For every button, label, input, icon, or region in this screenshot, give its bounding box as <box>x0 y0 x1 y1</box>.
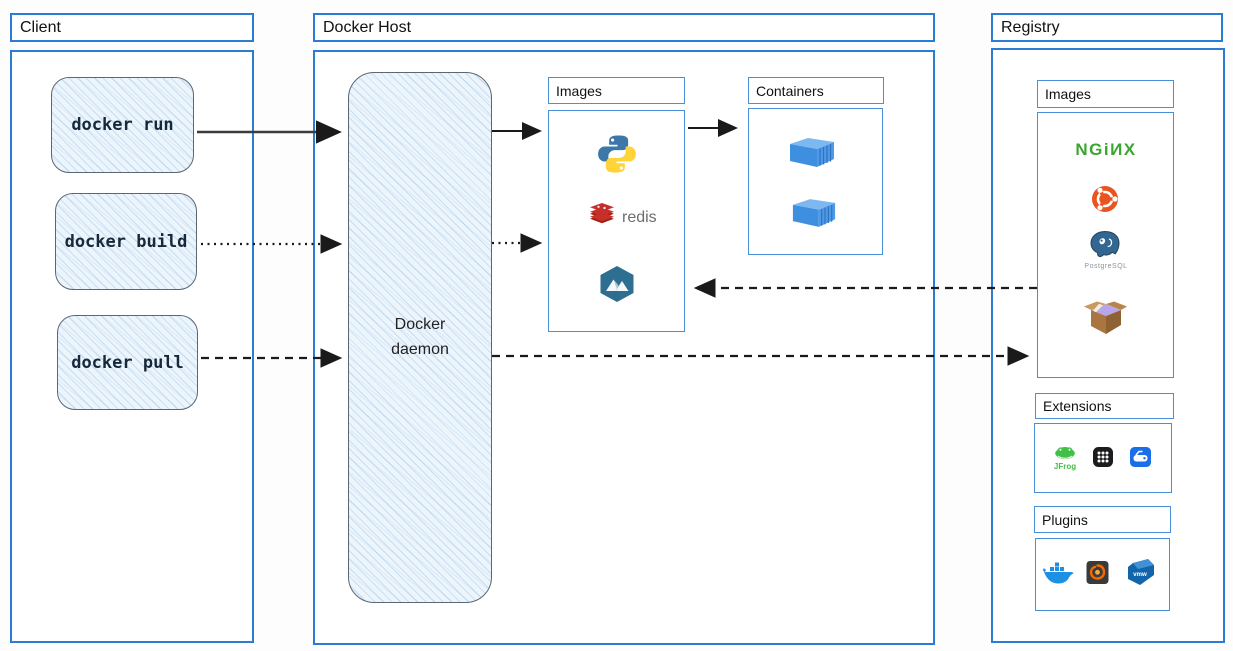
docker-daemon-label: Docker daemon <box>391 315 449 358</box>
postgresql-label-wrap: PostgreSQL <box>1070 261 1142 271</box>
host-containers-title: Containers <box>748 77 884 104</box>
registry-plugins-title-label: Plugins <box>1042 511 1088 528</box>
registry-plugins-title: Plugins <box>1034 506 1171 533</box>
docker-daemon-node: Docker daemon <box>348 72 492 603</box>
nginx-wordmark: NGiИX <box>1075 140 1137 159</box>
postgresql-icon <box>1088 230 1122 262</box>
registry-title-label: Registry <box>1001 18 1060 36</box>
docker-build-label: docker build <box>64 231 188 252</box>
registry-extensions-title-label: Extensions <box>1043 398 1112 414</box>
alpine-icon <box>597 264 637 304</box>
grafana-icon <box>1086 560 1109 585</box>
vmware-label: vmw <box>1133 571 1147 578</box>
package-box-icon <box>1083 297 1128 337</box>
docker-host-section-title: Docker Host <box>313 13 935 42</box>
host-containers-box <box>748 108 883 255</box>
container-icon <box>791 196 837 229</box>
postgresql-label: PostgreSQL <box>1084 262 1128 270</box>
registry-section-title: Registry <box>991 13 1223 42</box>
host-images-title-label: Images <box>556 82 602 99</box>
registry-extensions-title: Extensions <box>1035 393 1174 419</box>
docker-host-title-label: Docker Host <box>323 18 412 36</box>
redis-label: redis <box>622 208 657 226</box>
redis-icon <box>589 203 615 232</box>
ubuntu-icon <box>1091 185 1119 213</box>
python-icon <box>595 132 639 176</box>
nginx-logo: NGiИX <box>1056 140 1156 160</box>
host-containers-title-label: Containers <box>756 82 824 99</box>
docker-pull-label: docker pull <box>71 352 184 373</box>
docker-run-label: docker run <box>71 115 174 135</box>
host-images-title: Images <box>548 77 685 104</box>
redis-image-row: redis <box>589 203 657 232</box>
drive-app-icon <box>1129 446 1152 468</box>
jfrog-label: JFrog <box>1053 462 1077 471</box>
client-title-label: Client <box>20 18 61 36</box>
docker-pull-node: docker pull <box>57 315 198 410</box>
jfrog-icon: JFrog <box>1051 441 1079 473</box>
grid-app-icon <box>1092 446 1114 468</box>
registry-images-title-label: Images <box>1045 86 1091 102</box>
client-section-title: Client <box>10 13 254 42</box>
container-icon <box>788 135 836 169</box>
vmware-icon: vmw <box>1124 557 1156 587</box>
docker-whale-icon <box>1042 562 1074 586</box>
registry-images-title: Images <box>1037 80 1174 108</box>
docker-build-node: docker build <box>55 193 197 290</box>
docker-run-node: docker run <box>51 77 194 173</box>
